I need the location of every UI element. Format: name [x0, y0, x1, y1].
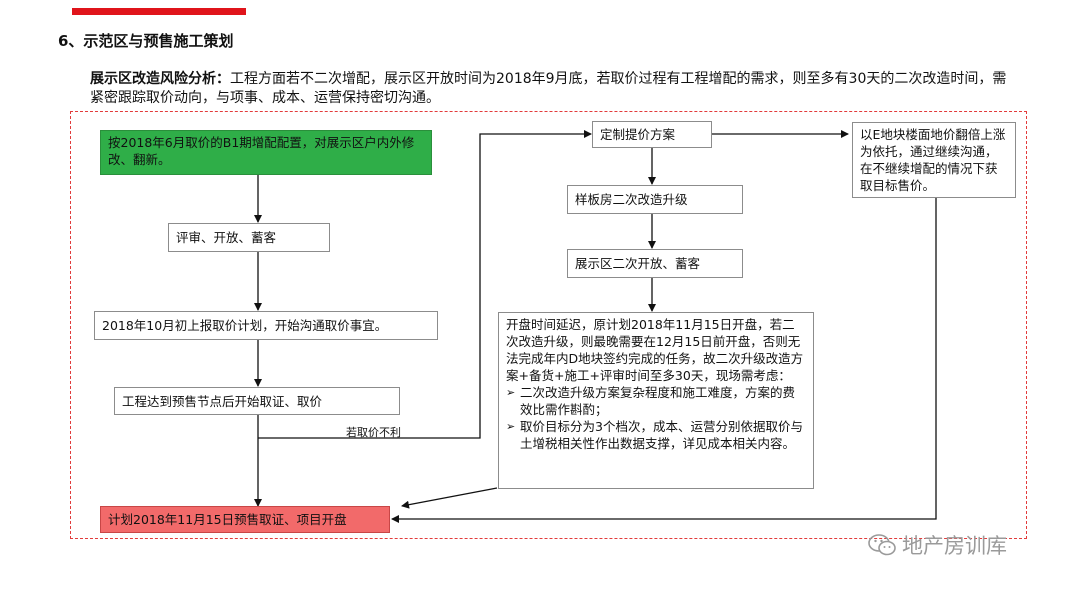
mid-detail-point-1: 二次改造升级方案复杂程度和施工难度，方案的费效比需作斟酌；: [506, 384, 806, 418]
mid-detail-intro: 开盘时间延迟，原计划2018年11月15日开盘，若二次改造升级，则最晚需要在12…: [506, 317, 804, 383]
risk-analysis-label: 展示区改造风险分析：: [90, 71, 230, 87]
mid-step-3: 展示区二次开放、蓄客: [567, 249, 743, 278]
arrow-branch: [258, 130, 592, 439]
wechat-icon: [868, 534, 896, 556]
arrow-right-final: [391, 198, 937, 523]
mid-step-2: 样板房二次改造升级: [567, 185, 743, 214]
watermark-text: 地产房训库: [902, 534, 1007, 558]
risk-analysis: 展示区改造风险分析：工程方面若不二次增配，展示区开放时间为2018年9月底，若取…: [90, 70, 1010, 108]
branch-note: 若取价不利: [346, 426, 401, 439]
left-step-1: 按2018年6月取价的B1期增配配置，对展示区户内外修改、翻新。: [100, 130, 432, 175]
watermark: 地产房训库: [868, 530, 1007, 560]
left-step-3: 2018年10月初上报取价计划，开始沟通取价事宜。: [94, 311, 438, 340]
final-step: 计划2018年11月15日预售取证、项目开盘: [100, 506, 390, 533]
arrow-detail-final: [401, 487, 498, 509]
flowchart-frame: [70, 111, 1027, 539]
left-step-2: 评审、开放、蓄客: [168, 223, 330, 252]
mid-detail-box: 开盘时间延迟，原计划2018年11月15日开盘，若二次改造升级，则最晚需要在12…: [498, 312, 814, 489]
right-step-1: 以E地块楼面地价翻倍上涨为依托，通过继续沟通，在不继续增配的情况下获取目标售价。: [852, 122, 1016, 198]
page-title: 6、示范区与预售施工策划: [58, 32, 234, 50]
left-step-4: 工程达到预售节点后开始取证、取价: [114, 387, 400, 415]
mid-step-1: 定制提价方案: [592, 121, 712, 148]
header-accent-bar: [72, 8, 246, 15]
mid-detail-points: 二次改造升级方案复杂程度和施工难度，方案的费效比需作斟酌； 取价目标分为3个档次…: [506, 384, 806, 452]
risk-analysis-text: 工程方面若不二次增配，展示区开放时间为2018年9月底，若取价过程有工程增配的需…: [90, 71, 1007, 106]
mid-detail-point-2: 取价目标分为3个档次，成本、运营分别依据取价与土增税相关性作出数据支撑，详见成本…: [506, 418, 806, 452]
